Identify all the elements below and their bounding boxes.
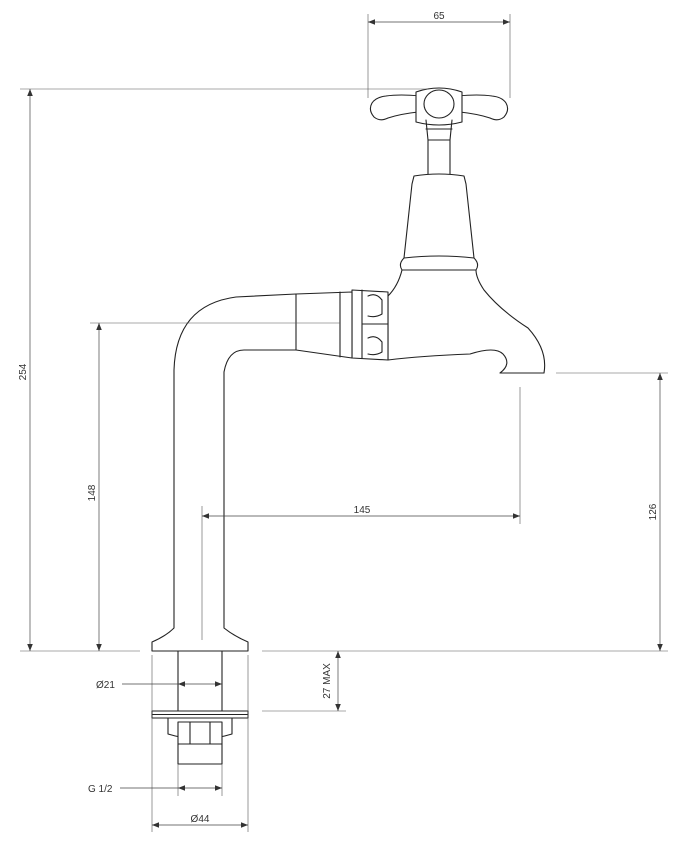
dim-label-projection: 145 [354,505,371,516]
cross-handle [369,87,509,141]
valve-stem [427,139,451,176]
tap-body [387,269,546,374]
dim-label-total-height: 254 [18,363,29,380]
dim-label-base-diameter: Ø44 [191,814,210,825]
hex-nut [351,289,389,361]
dim-label-handle-width: 65 [433,11,445,22]
dim-label-outlet-height: 126 [648,503,659,520]
extension-lines [20,14,668,832]
fixing-assembly [151,650,249,765]
dim-label-hole-diameter: Ø21 [96,680,115,691]
tap-arm-pillar [151,293,297,652]
bell-shroud [403,173,475,259]
dim-label-thread-size: G 1/2 [88,784,113,795]
tap-outline [151,87,546,652]
shroud-collar [399,255,479,273]
dimension-labels: 65 254 148 126 145 27 MAX Ø21 G 1/2 Ø44 [18,11,659,825]
dim-label-spout-height: 148 [87,484,98,501]
dim-label-thread-length: 27 MAX [322,663,333,699]
dimension-lines [27,19,663,828]
ferrule [295,291,353,359]
